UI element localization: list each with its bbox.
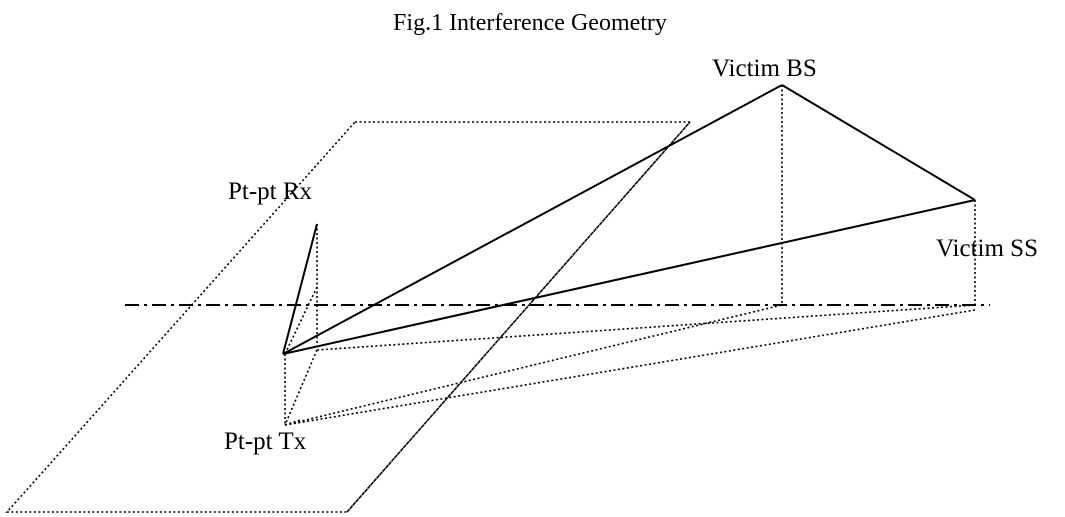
ptpt-diagonal-bottom — [284, 349, 318, 426]
ground-projection-ss — [316, 304, 976, 351]
path-tx-to-victim-bs — [282, 84, 783, 355]
path-tx-to-victim-ss — [282, 199, 976, 355]
path-tx-to-rx — [282, 223, 318, 355]
label-victim-bs: Victim BS — [712, 55, 817, 82]
ground-plane-back — [5, 121, 692, 513]
ground-projection-bs — [284, 304, 783, 426]
figure-title: Fig.1 Interference Geometry — [393, 10, 667, 36]
label-ptpt-rx: Pt-pt Rx — [228, 178, 313, 205]
ground-plane-front-edge — [346, 121, 691, 513]
ptpt-diagonal-top — [284, 286, 318, 355]
label-ptpt-tx: Pt-pt Tx — [224, 428, 307, 455]
path-bs-to-ss — [781, 84, 976, 201]
label-victim-ss: Victim SS — [936, 235, 1038, 262]
ground-projection-ss-lower — [284, 309, 976, 426]
